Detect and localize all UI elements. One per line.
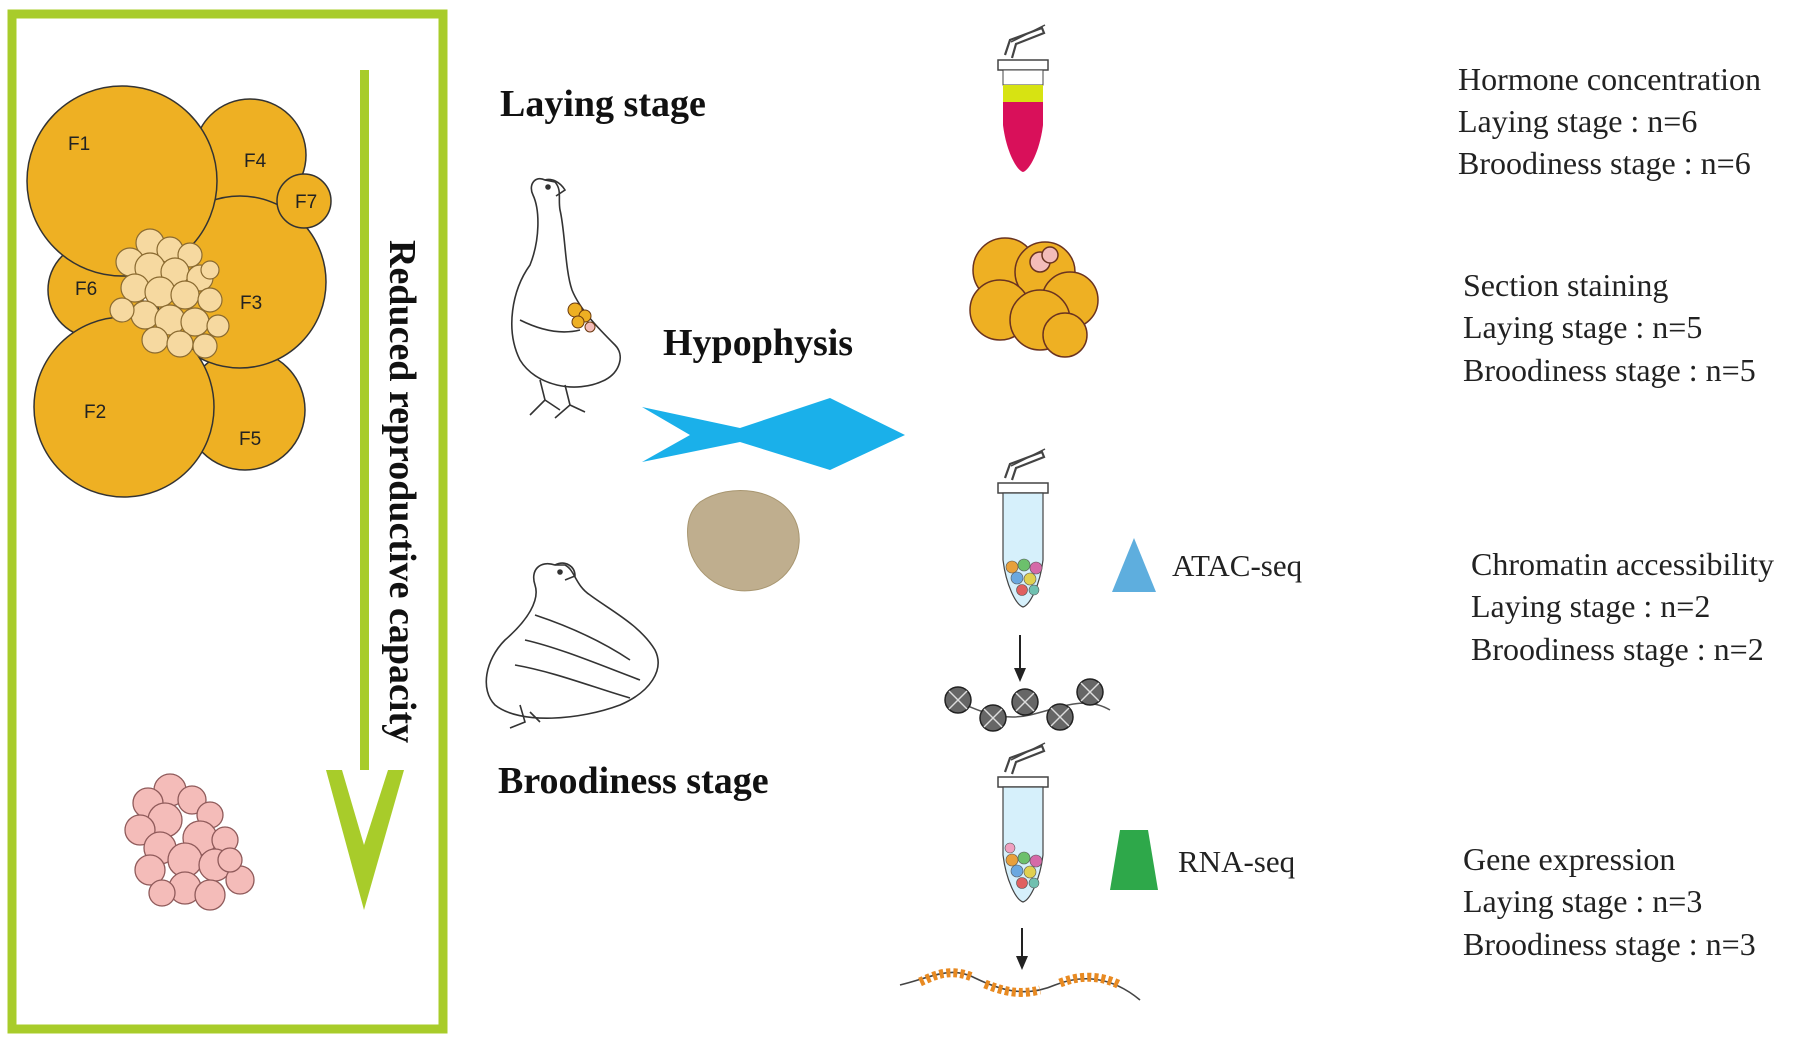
atac-seq-marker: [1112, 538, 1156, 592]
atac-sample-tube-icon: [997, 448, 1049, 608]
label-f7: F7: [295, 192, 317, 213]
label-f6: F6: [75, 279, 97, 300]
follicle-f7: [276, 173, 332, 229]
info-hormone-concentration: Hormone concentration Laying stage : n=6…: [1458, 61, 1761, 181]
info-gene-expression: Gene expression Laying stage : n=3 Brood…: [1463, 841, 1756, 962]
info-title: Gene expression: [1463, 841, 1675, 877]
follicle-f1: [26, 85, 218, 277]
rna-seq-marker: [1110, 830, 1158, 890]
info-title: Section staining: [1463, 267, 1668, 303]
label-f3: F3: [240, 293, 262, 314]
reduced-capacity-label: Reduced reproductive capacity: [381, 240, 423, 743]
broodiness-stage-title: Broodiness stage: [498, 760, 769, 802]
label-f5: F5: [239, 429, 261, 450]
info-title: Hormone concentration: [1458, 61, 1761, 97]
laying-stage-title: Laying stage: [500, 83, 706, 125]
reduced-capacity-arrow: [326, 70, 404, 910]
hypophysis-label: Hypophysis: [663, 322, 853, 364]
label-f4: F4: [244, 151, 267, 172]
info-chromatin-accessibility: Chromatin accessibility Laying stage : n…: [1471, 546, 1774, 667]
label-f1: F1: [68, 134, 90, 155]
goose-ovary-inset-icon: [567, 302, 596, 333]
info-laying-n: Laying stage : n=5: [1463, 309, 1702, 345]
hypophysis-tissue: [687, 490, 800, 592]
info-brood-n: Broodiness stage : n=5: [1463, 352, 1756, 388]
section-staining-icon: [969, 237, 1099, 358]
blood-sample-tube-icon: [997, 24, 1049, 172]
info-section-staining: Section staining Laying stage : n=5 Broo…: [1463, 267, 1756, 388]
brooding-goose-illustration: [485, 562, 659, 729]
info-laying-n: Laying stage : n=2: [1471, 588, 1710, 624]
info-brood-n: Broodiness stage : n=2: [1471, 631, 1764, 667]
atac-seq-label: ATAC-seq: [1172, 548, 1302, 583]
chromatin-nucleosome-icon: [944, 635, 1111, 732]
small-follicle-cluster: [109, 228, 230, 359]
info-title: Chromatin accessibility: [1471, 546, 1774, 582]
label-f2: F2: [84, 402, 106, 423]
info-brood-n: Broodiness stage : n=3: [1463, 926, 1756, 962]
info-brood-n: Broodiness stage : n=6: [1458, 145, 1751, 181]
rna-sample-tube-icon: [997, 742, 1049, 903]
left-panel-frame: [7, 9, 448, 1034]
info-laying-n: Laying stage : n=6: [1458, 103, 1697, 139]
laying-goose-illustration: [511, 177, 621, 419]
info-laying-n: Laying stage : n=3: [1463, 883, 1702, 919]
transcript-rna-icon: [899, 928, 1141, 1001]
rna-seq-label: RNA-seq: [1178, 844, 1295, 879]
brood-ovary-follicles: [124, 773, 255, 911]
workflow-arrow: [642, 398, 905, 470]
